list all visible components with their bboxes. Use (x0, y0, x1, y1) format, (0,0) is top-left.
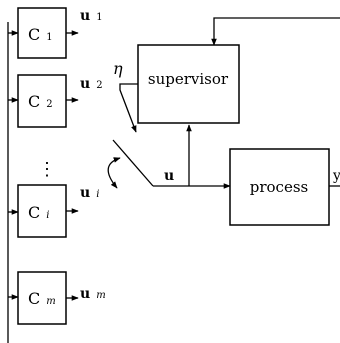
process-output-label: y (332, 168, 340, 184)
controller-c1-name: C (28, 25, 40, 44)
eta-signal-arrow (119, 83, 138, 133)
svg-text:Ci: Ci (28, 203, 49, 222)
supervisor-label: supervisor (148, 70, 229, 88)
feedback-to-supervisor-arrow (211, 17, 340, 46)
switch-blade (112, 139, 154, 187)
control-signal-label: u (164, 168, 174, 184)
controller-c1-subscript: 1 (46, 32, 52, 43)
supervisor-block: supervisor (137, 44, 240, 124)
process-label: process (250, 178, 308, 196)
svg-text:Cm: Cm (28, 289, 56, 308)
controller-cm-subscript: m (46, 296, 55, 307)
controller-cm-name: C (28, 289, 40, 308)
controller-ci-subscript: i (46, 210, 49, 221)
controller-c2-subscript: 2 (46, 99, 52, 110)
process-block: process (229, 148, 330, 226)
eta-label: η (113, 59, 123, 78)
controller-ci-name: C (28, 203, 40, 222)
controller-c2-name: C (28, 92, 40, 111)
switch-rotation-arrow (107, 157, 121, 189)
controller-ellipsis: ⋮ (38, 159, 56, 180)
svg-text:C2: C2 (28, 92, 53, 111)
svg-text:C1: C1 (28, 25, 53, 44)
